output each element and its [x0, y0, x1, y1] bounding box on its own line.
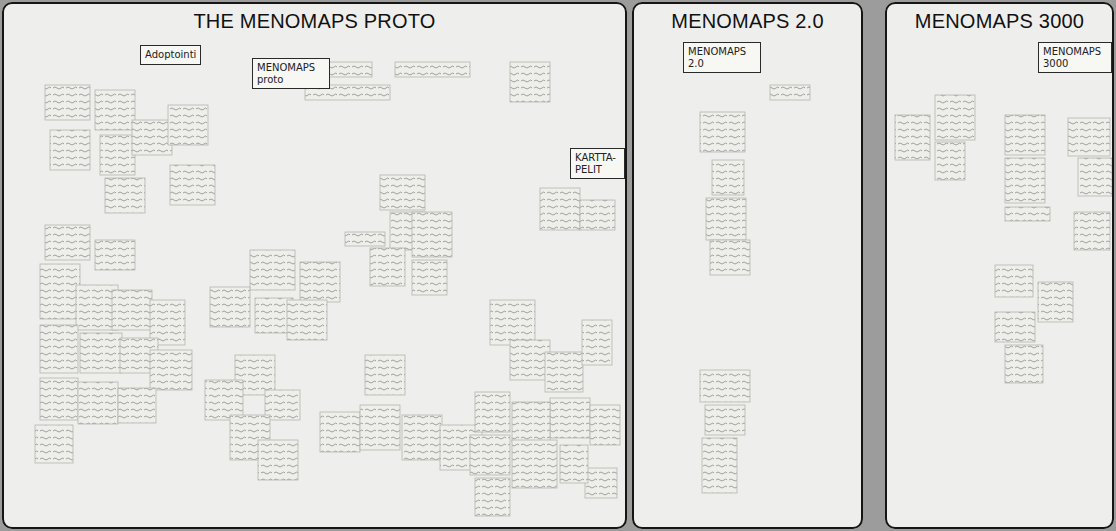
sticky-notes: [35, 62, 1112, 516]
note-text: KARTTA-PELIT: [575, 152, 620, 175]
board-panel: THE MENOMAPS PROTO AdoptointiMENOMAPS pro…: [2, 2, 627, 529]
note-text: MENOMAPS 2.0: [688, 46, 756, 69]
panel-ground: [2, 2, 627, 529]
board-panel: MENOMAPS 2.0MENOMAPS 2.0: [632, 2, 863, 529]
sticky-note: MENOMAPS proto: [252, 58, 330, 89]
panel-title: THE MENOMAPS PROTO: [4, 10, 625, 33]
sticky-note: MENOMAPS 3000: [1038, 42, 1112, 73]
note-text: MENOMAPS 3000: [1043, 46, 1107, 69]
sticky-note: MENOMAPS 2.0: [683, 42, 761, 73]
sticky-note: Adoptointi: [140, 45, 201, 65]
panel-title: MENOMAPS 2.0: [634, 10, 861, 33]
panel-ground: [885, 2, 1114, 529]
sticky-note: KARTTA-PELIT: [570, 148, 625, 179]
panel-ground: [632, 2, 863, 529]
panel-title: MENOMAPS 3000: [887, 10, 1112, 33]
board-panel: MENOMAPS 3000MENOMAPS 3000: [885, 2, 1114, 529]
note-text: Adoptointi: [145, 49, 196, 61]
note-text: MENOMAPS proto: [257, 62, 325, 85]
